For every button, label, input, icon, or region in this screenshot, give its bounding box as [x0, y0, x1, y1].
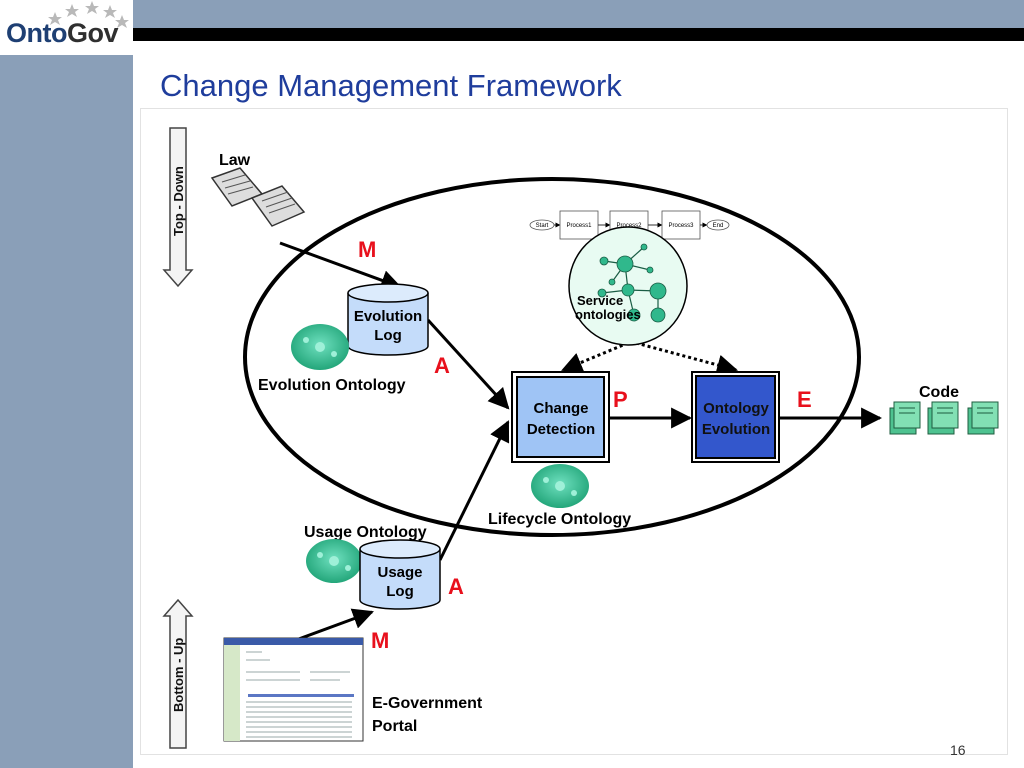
top-down-arrow: Top - Down — [162, 127, 194, 288]
usage-ontology-icon — [306, 539, 362, 583]
law-label: Law — [219, 152, 251, 169]
portal-to-usage-log-arrow — [295, 608, 374, 642]
process-step-2: Process2 — [616, 223, 642, 229]
evolution-log-label-2: Log — [374, 327, 402, 344]
law-to-evolution-log-arrow — [279, 241, 402, 291]
ontology-evolution-box: Ontology Evolution — [691, 371, 780, 463]
slide-title: Change Management Framework — [160, 68, 622, 103]
logo-text: OntoGov — [6, 18, 119, 49]
framework-ellipse — [243, 177, 861, 537]
service-ontologies-label-2: ontologies — [575, 307, 641, 322]
portal-screenshot-icon — [223, 637, 364, 742]
logo-gov: Gov — [66, 18, 119, 48]
service-to-evolution-dotted-arrow — [635, 341, 739, 376]
lifecycle-ontology-label: Lifecycle Ontology — [488, 511, 631, 528]
usage-log-label-1: Usage — [377, 564, 422, 581]
top-down-label: Top - Down — [171, 166, 186, 236]
portal-label-1: E-Government — [372, 695, 483, 712]
process-step-1: Process1 — [566, 223, 592, 229]
code-files-icon — [889, 401, 999, 435]
bottom-up-arrow: Bottom - Up — [162, 598, 194, 749]
bottom-up-label: Bottom - Up — [171, 638, 186, 712]
usage-log-to-detection-arrow — [438, 420, 510, 561]
ontogov-logo: OntoGov — [0, 0, 133, 55]
logo-onto: Onto — [6, 18, 67, 48]
portal-label-2: Portal — [372, 718, 417, 735]
evolution-log-label-1: Evolution — [354, 308, 422, 325]
service-to-detection-dotted-arrow — [561, 341, 629, 373]
process-step-3: Process3 — [668, 223, 694, 229]
lifecycle-ontology-icon — [531, 464, 589, 508]
marker-m-bottom: M — [371, 628, 389, 653]
page-number: 16 — [950, 742, 966, 758]
left-sidebar — [0, 55, 133, 768]
marker-p: P — [613, 387, 628, 412]
evolution-ontology-label: Evolution Ontology — [258, 377, 406, 394]
marker-e: E — [797, 387, 812, 412]
usage-ontology-label: Usage Ontology — [304, 524, 427, 541]
process-step-start: Start — [536, 223, 549, 229]
service-ontologies-label-1: Service — [577, 293, 623, 308]
evolution-ontology-icon — [291, 324, 349, 370]
change-detection-box: Change Detection — [511, 371, 610, 463]
evolution-log-to-detection-arrow — [426, 318, 510, 410]
marker-a-bottom: A — [448, 574, 464, 599]
marker-m-top: M — [358, 237, 376, 262]
banner-rule — [133, 28, 1024, 41]
change-detection-label-1: Change — [533, 400, 588, 417]
stars-icon — [48, 1, 129, 28]
change-detection-label-2: Detection — [527, 421, 595, 438]
evolution-log-cylinder: Evolution Log — [347, 283, 429, 356]
usage-log-label-2: Log — [386, 583, 414, 600]
law-document-icon — [210, 167, 306, 227]
top-banner — [133, 0, 1024, 28]
marker-a-top: A — [434, 353, 450, 378]
ontology-evolution-label-2: Evolution — [702, 421, 770, 438]
code-label: Code — [919, 384, 959, 401]
ontology-evolution-label-1: Ontology — [703, 400, 769, 417]
process-strip: Start Process1 Process2 Process3 End — [529, 210, 730, 240]
process-step-end: End — [713, 223, 724, 229]
service-ontologies-icon — [568, 226, 688, 346]
usage-log-cylinder: Usage Log — [359, 539, 441, 610]
